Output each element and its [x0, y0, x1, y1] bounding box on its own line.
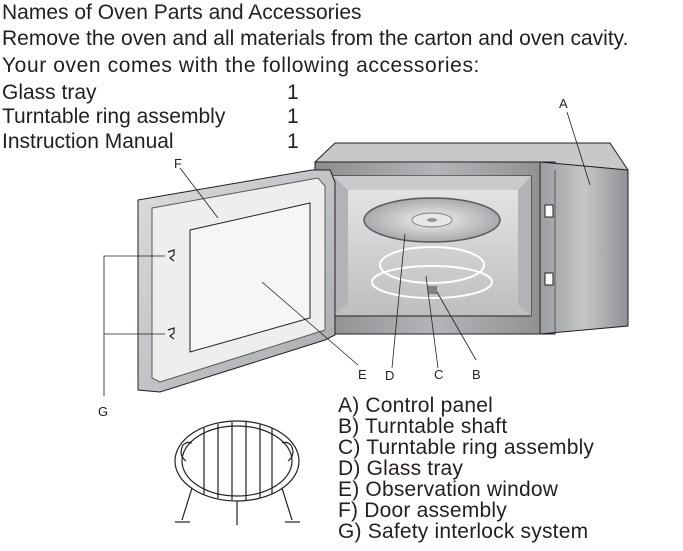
- callout-e-label: E: [358, 367, 367, 382]
- legend-item-control-panel: A) Control panel: [338, 394, 493, 417]
- callout-c-label: C: [434, 367, 444, 382]
- accessory-name-turntable-ring: Turntable ring assembly: [2, 105, 226, 128]
- legend-item-turntable-shaft: B) Turntable shaft: [338, 415, 508, 438]
- legend-item-turntable-ring: C) Turntable ring assembly: [338, 436, 595, 459]
- accessory-qty-turntable-ring: 1: [287, 105, 299, 128]
- accessory-qty-glass-tray: 1: [287, 81, 299, 104]
- callout-d-label: D: [385, 368, 395, 383]
- accessory-name-glass-tray: Glass tray: [2, 81, 97, 104]
- accessory-qty-instruction-manual: 1: [287, 130, 299, 153]
- door-assembly: [137, 169, 336, 393]
- callout-f-label: F: [174, 156, 182, 171]
- legend-item-safety-interlock: G) Safety interlock system: [338, 520, 589, 543]
- callout-b-label: B: [472, 367, 481, 382]
- legend-item-observation-window: E) Observation window: [338, 478, 559, 501]
- turntable-ring-illustration: [174, 420, 300, 525]
- accessory-name-instruction-manual: Instruction Manual: [2, 130, 174, 153]
- legend-item-glass-tray: D) Glass tray: [338, 457, 464, 480]
- callout-a-label: A: [559, 96, 568, 111]
- legend-item-door-assembly: F) Door assembly: [338, 499, 507, 522]
- callout-g-label: G: [98, 404, 109, 419]
- intro-line-2: Your oven comes with the following acces…: [2, 54, 480, 77]
- page-heading: Names of Oven Parts and Accessories: [2, 1, 362, 24]
- intro-line-1: Remove the oven and all materials from t…: [2, 27, 629, 50]
- leader-lines: [103, 111, 591, 396]
- oven-body: [313, 142, 629, 335]
